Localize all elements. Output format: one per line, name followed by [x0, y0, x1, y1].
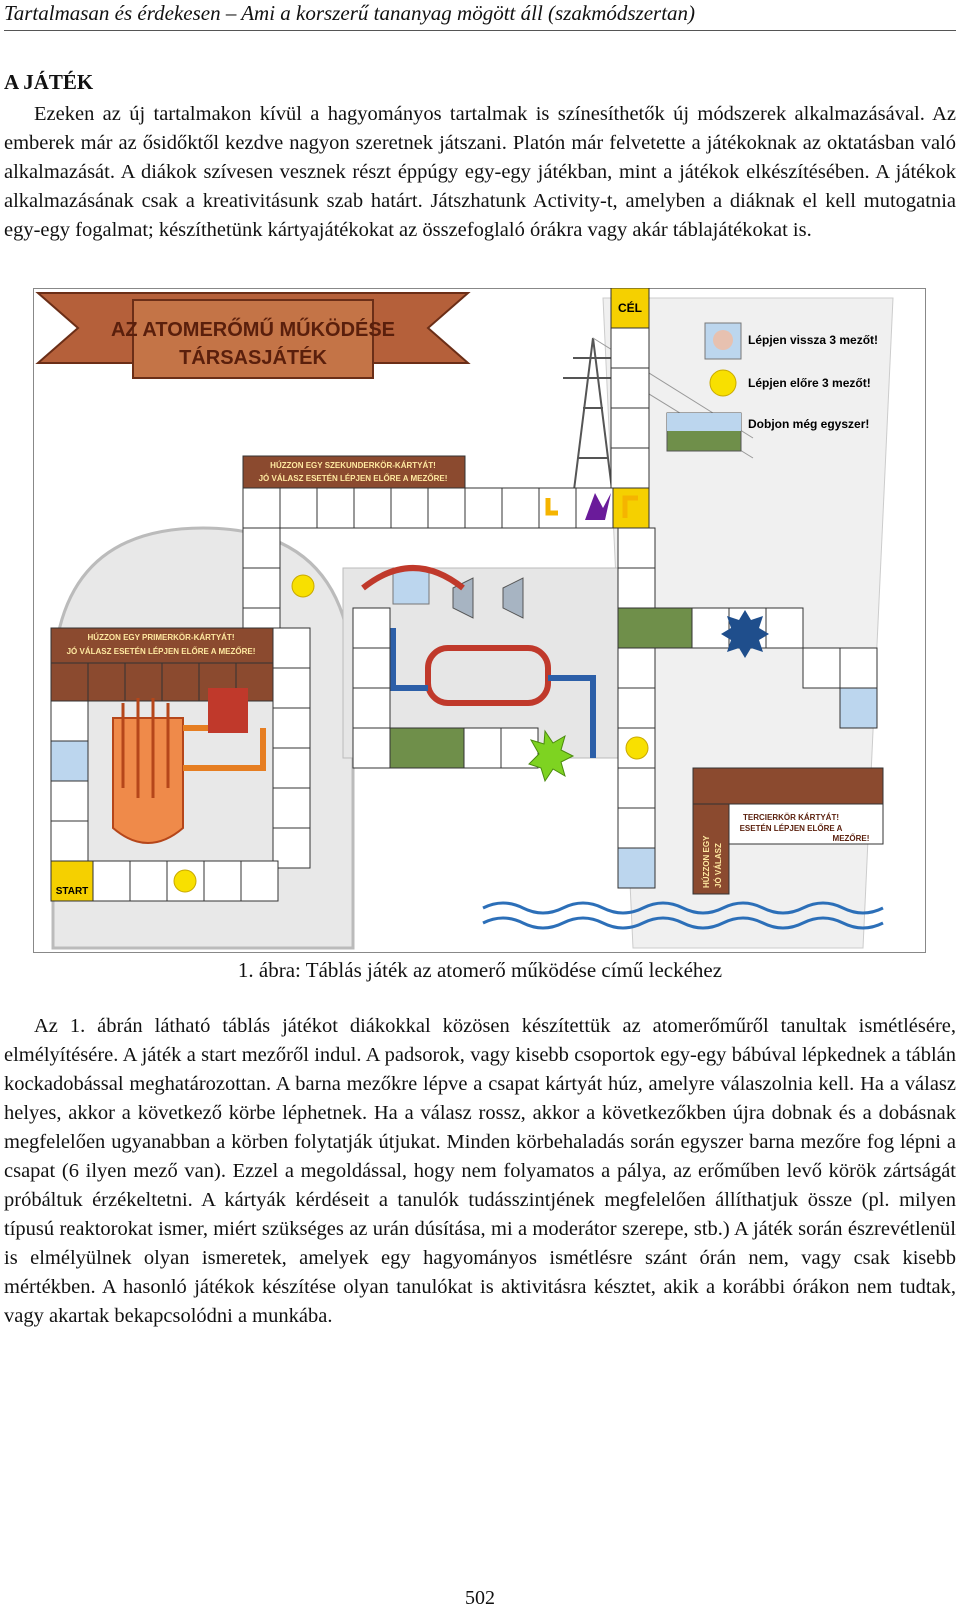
arrow-icon: [622, 495, 638, 518]
card-primary-2: JÓ VÁLASZ ESETÉN LÉPJEN ELŐRE A MEZŐRE!: [67, 647, 256, 656]
arrow-icon: [545, 498, 558, 516]
legend-forward: Lépjen előre 3 mezőt!: [748, 376, 871, 390]
card-tertiary-vertical-2: JÓ VÁLASZ: [714, 843, 723, 888]
explosion-icon: [392, 567, 430, 605]
track-bottom-left: [92, 860, 279, 902]
cooling-towers-icon: [389, 727, 465, 769]
reactor-vessel-icon: [112, 688, 266, 844]
explosion-icon: [839, 687, 878, 729]
intro-paragraph: Ezeken az új tartalmakon kívül a hagyomá…: [4, 103, 956, 241]
smiley-icon: [291, 574, 315, 598]
track-primary-right: [272, 627, 311, 869]
board-game-figure: AZ ATOMERŐMŰ MŰKÖDÉSE TÁRSASJÁTÉK CÉL Lé…: [33, 287, 926, 953]
tertiary-card-field: TERCIERKÖR KÁRTYÁT! ESETÉN LÉPJEN ELŐRE …: [692, 767, 884, 895]
card-tertiary-vertical-1: HÚZZON EGY: [702, 835, 711, 888]
goal-label: CÉL: [618, 300, 642, 315]
legend: Lépjen vissza 3 mezőt! Lépjen előre 3 me…: [666, 322, 878, 452]
section-title: A JÁTÉK: [4, 70, 94, 94]
legend-again: Dobjon még egyszer!: [748, 417, 869, 431]
banner-line2: TÁRSASJÁTÉK: [179, 346, 327, 369]
card-tertiary-1: TERCIERKÖR KÁRTYÁT!: [743, 813, 839, 822]
green-star-icon: [528, 729, 575, 783]
smiley-icon: [173, 869, 197, 893]
card-primary-1: HÚZZON EGY PRIMERKÖR-KÁRTYÁT!: [88, 633, 235, 642]
card-tertiary-3: MEZŐRE!: [833, 834, 870, 843]
body-paragraph: Az 1. ábrán látható táblás játékot diáko…: [4, 1015, 956, 1327]
smiley-icon: [625, 736, 649, 760]
banner-line1: AZ ATOMERŐMŰ MŰKÖDÉSE: [111, 318, 395, 341]
page-number: 502: [465, 1587, 495, 1609]
track-right-column: [617, 527, 656, 889]
primary-card-field: HÚZZON EGY PRIMERKÖR-KÁRTYÁT! JÓ VÁLASZ …: [50, 627, 274, 664]
card-tertiary-2: ESETÉN LÉPJEN ELŐRE A: [740, 824, 843, 833]
title-banner: AZ ATOMERŐMŰ MŰKÖDÉSE TÁRSASJÁTÉK: [35, 292, 471, 379]
start-field: START: [50, 860, 94, 902]
card-secondary-2: JÓ VÁLASZ ESETÉN LÉPJEN ELŐRE A MEZŐRE!: [259, 474, 448, 483]
figure-caption: 1. ábra: Táblás játék az atomerő működés…: [237, 958, 723, 982]
smiley-icon: [709, 369, 737, 397]
explosion-icon: [617, 847, 656, 889]
explosion-icon: [50, 740, 89, 782]
goal-column: CÉL: [610, 287, 650, 529]
cooling-towers-icon: [617, 607, 693, 649]
running-header: Tartalmasan és érdekesen – Ami a korszer…: [4, 0, 956, 31]
purple-star-icon: [585, 493, 611, 520]
blue-star-icon: [721, 610, 769, 658]
card-secondary-1: HÚZZON EGY SZEKUNDERKÖR-KÁRTYÁT!: [270, 461, 436, 470]
start-label: START: [56, 886, 89, 897]
water-wave: [482, 901, 884, 915]
water-wave: [482, 916, 884, 930]
turbine-icon: [361, 565, 596, 758]
secondary-card-field: HÚZZON EGY SZEKUNDERKÖR-KÁRTYÁT! JÓ VÁLA…: [242, 455, 466, 489]
track-top-row: [242, 487, 614, 529]
legend-back: Lépjen vissza 3 mezőt!: [748, 333, 878, 347]
